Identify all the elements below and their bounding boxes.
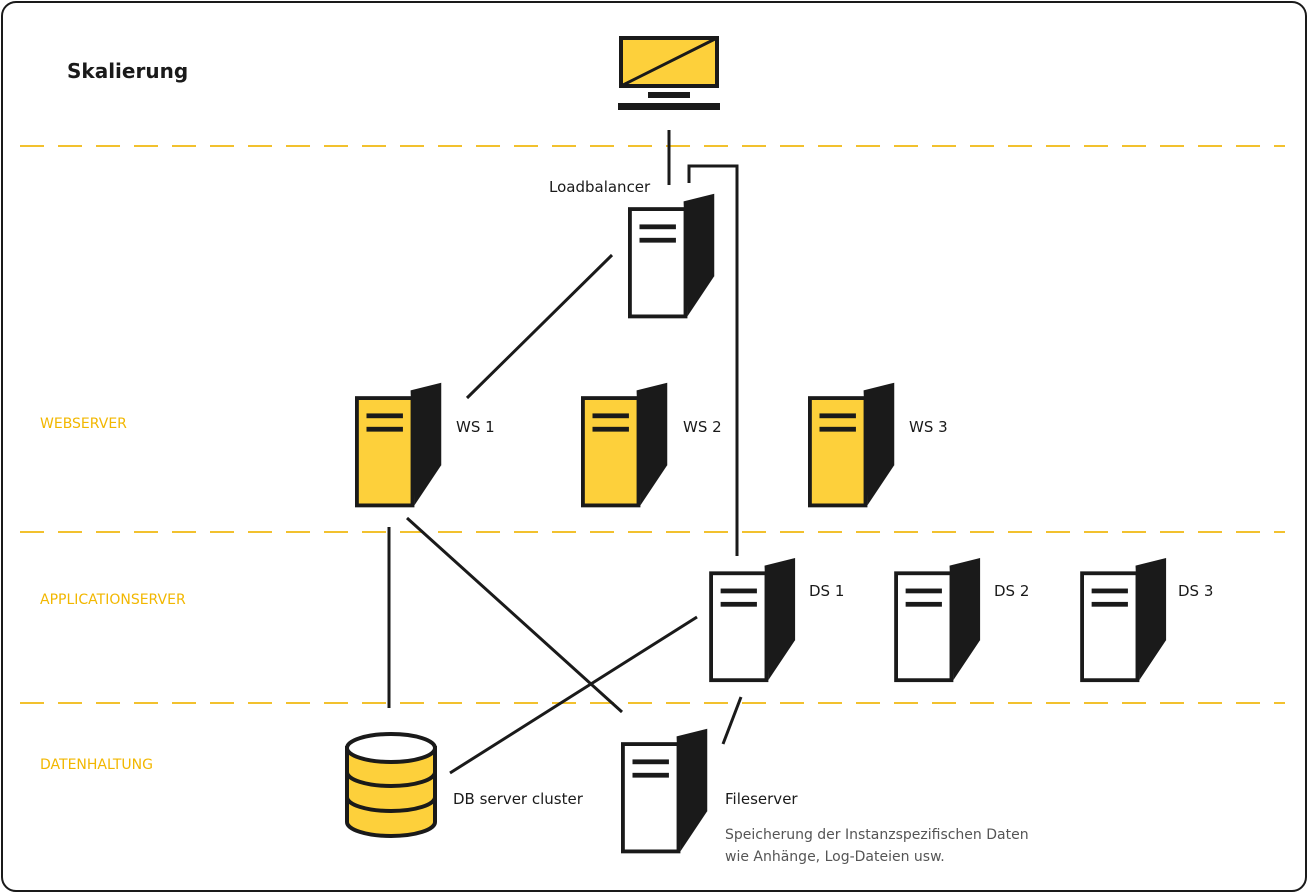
connection-ws1-fileserver (405, 516, 624, 714)
ds1-label: DS 1 (809, 582, 844, 600)
database-icon (345, 732, 437, 838)
tier-label-datenhaltung: DATENHALTUNG (40, 757, 153, 773)
ws1-label: WS 1 (456, 418, 495, 436)
connections (387, 130, 743, 775)
ws3-label: WS 3 (909, 418, 948, 436)
client-monitor-icon (618, 36, 720, 110)
connection-ds1-db (449, 615, 698, 775)
fileserver-note-line2: wie Anhänge, Log-Dateien usw. (725, 849, 945, 865)
ws2-label: WS 2 (683, 418, 722, 436)
diagram-title: Skalierung (67, 59, 188, 83)
tier-label-applicationserver: APPLICATIONSERVER (40, 592, 186, 608)
fileserver-label: Fileserver (725, 790, 798, 808)
connection-loadbalancer-ws1 (465, 253, 614, 400)
db-label: DB server cluster (453, 790, 584, 808)
connection-ds1-fileserver (721, 696, 743, 745)
ds2-label: DS 2 (994, 582, 1029, 600)
ds3-label: DS 3 (1178, 582, 1213, 600)
tier-label-webserver: WEBSERVER (40, 416, 127, 432)
fileserver-note-line1: Speicherung der Instanzspezifischen Date… (725, 827, 1029, 843)
connection-loadbalancer-ds1 (687, 164, 739, 556)
loadbalancer-label: Loadbalancer (549, 178, 651, 196)
